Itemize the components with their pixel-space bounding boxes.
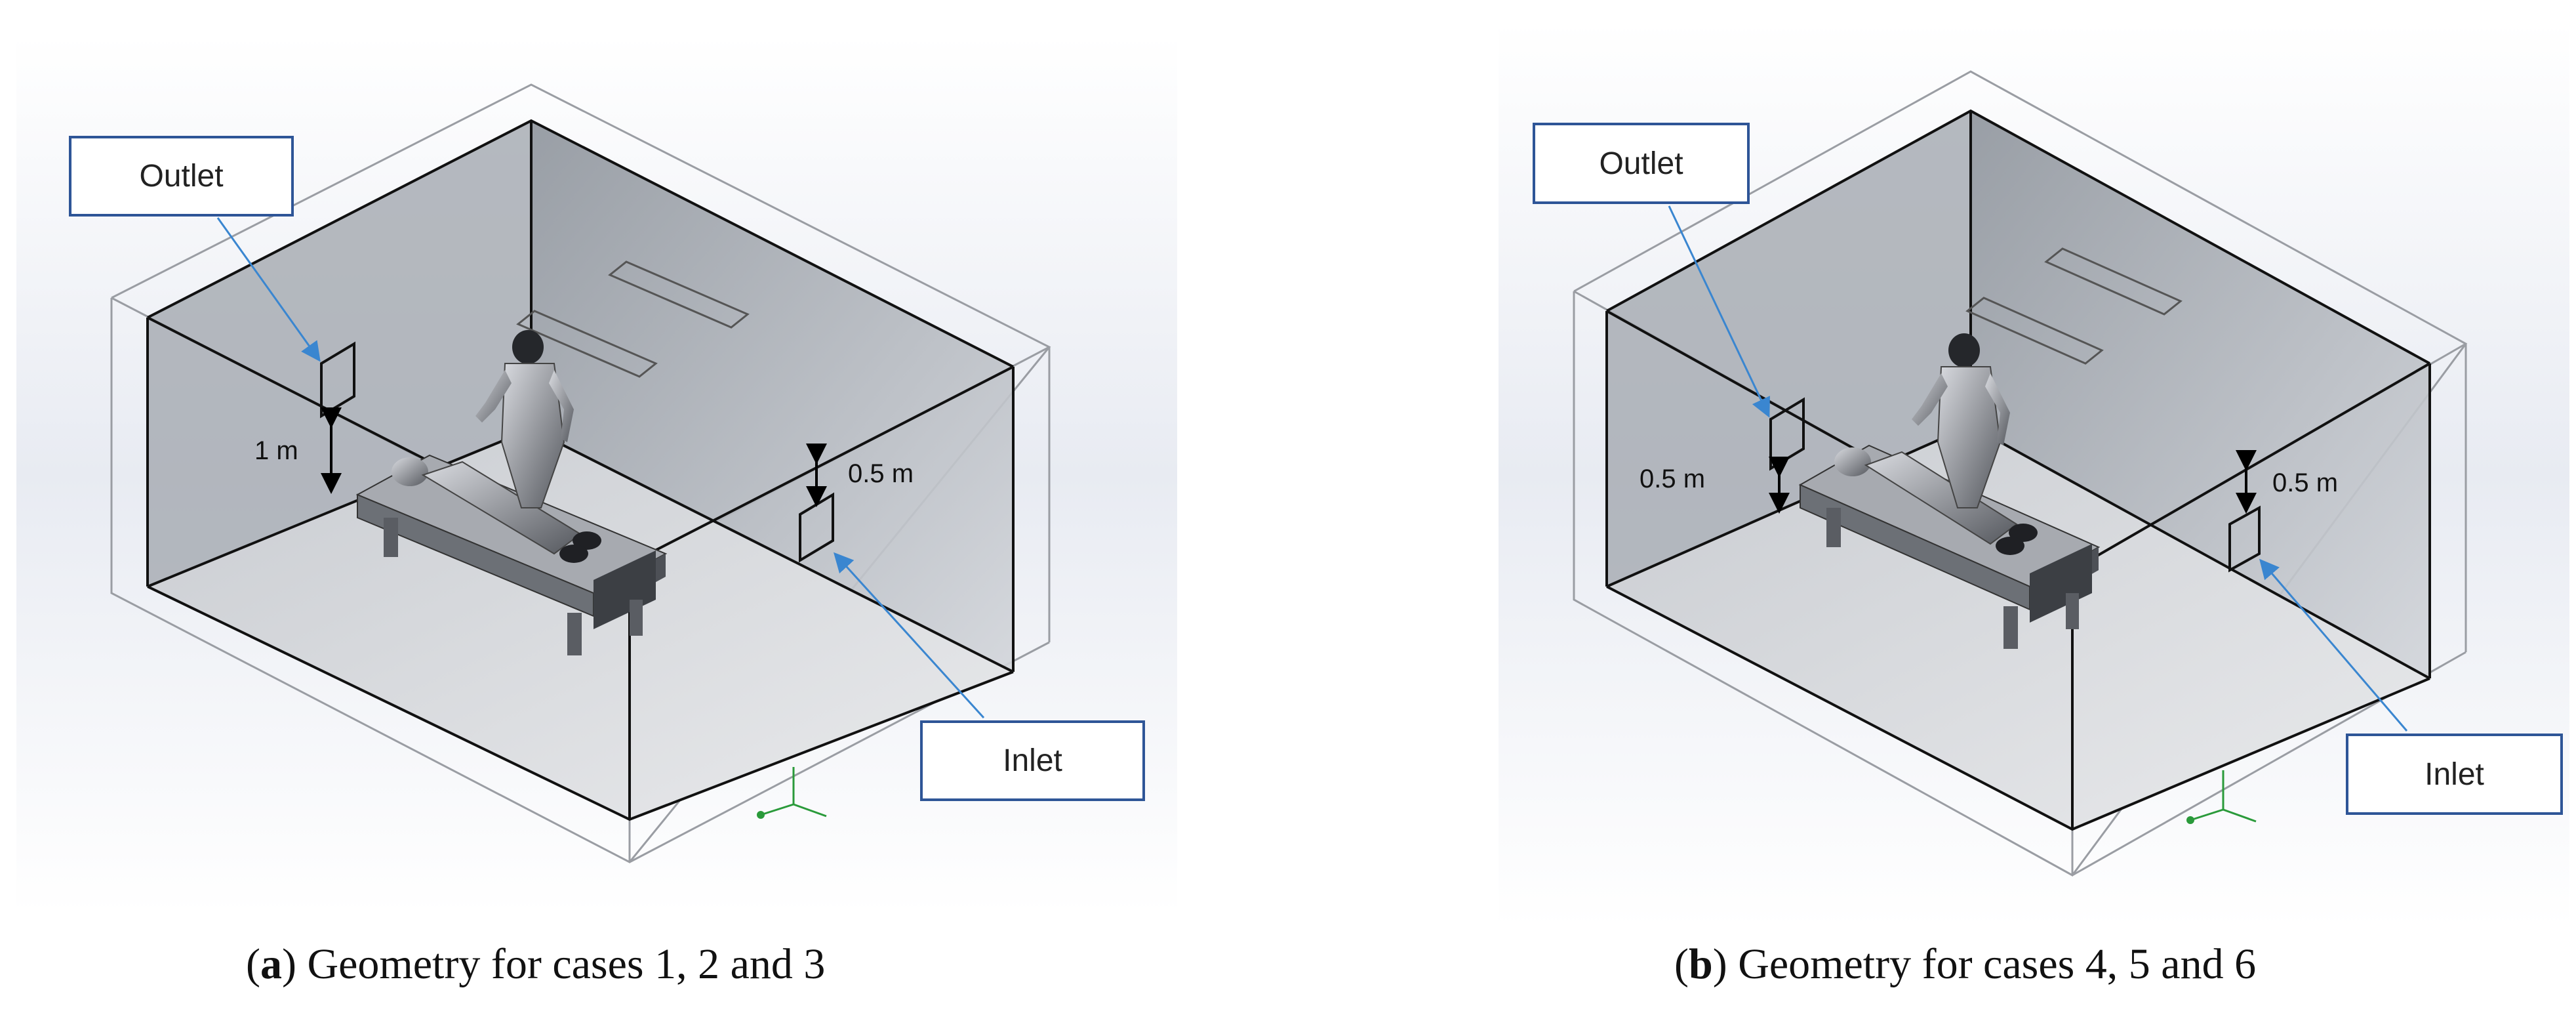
panel-a-geometry: Outlet Inlet 1 m 0.5 m — [16, 35, 1177, 913]
back-wall — [1971, 111, 2430, 678]
inlet-height-label: 0.5 m — [848, 459, 914, 488]
outlet-opening — [320, 341, 355, 419]
panel-b-geometry: Outlet Inlet 0.5 m 0.5 m — [1499, 22, 2569, 926]
inlet-height-label: 0.5 m — [2272, 468, 2339, 497]
patient — [1834, 447, 2038, 555]
caption-b-letter: b — [1688, 940, 1713, 988]
inlet-label: Inlet — [1003, 743, 1062, 778]
doctor — [1912, 333, 2010, 508]
floor — [1607, 426, 2430, 829]
inlet-callout-arrow — [2259, 558, 2408, 732]
outlet-callout-arrow — [1668, 205, 1770, 418]
ceiling-lights — [1965, 247, 2183, 365]
outlet-opening — [1769, 397, 1805, 471]
caption-b: (b) Geometry for cases 4, 5 and 6 — [1674, 940, 2257, 988]
room-geometry-a — [16, 35, 1177, 913]
outlet-callout: Outlet — [1533, 123, 1750, 204]
outlet-label: Outlet — [1599, 146, 1683, 181]
patient — [392, 457, 601, 563]
axis-triad — [2186, 770, 2257, 824]
outlet-height-label: 1 m — [254, 436, 298, 465]
outlet-label: Outlet — [139, 159, 224, 194]
inlet-callout: Inlet — [920, 720, 1145, 801]
caption-a-text: Geometry for cases 1, 2 and 3 — [307, 940, 826, 988]
ceiling-lights — [516, 260, 750, 378]
doctor — [475, 330, 574, 508]
outlet-callout-arrow — [216, 217, 321, 362]
axis-triad — [757, 767, 827, 819]
left-wall — [1607, 111, 1971, 587]
caption-a: (a) Geometry for cases 1, 2 and 3 — [246, 940, 826, 988]
inlet-label: Inlet — [2425, 756, 2484, 792]
back-wall — [531, 121, 1013, 672]
caption-b-text: Geometry for cases 4, 5 and 6 — [1738, 940, 2257, 988]
outlet-callout: Outlet — [69, 136, 294, 217]
outlet-height-label: 0.5 m — [1640, 465, 1706, 493]
inlet-callout-arrow — [833, 552, 985, 719]
inlet-callout: Inlet — [2346, 734, 2563, 815]
caption-a-letter: a — [260, 940, 282, 988]
